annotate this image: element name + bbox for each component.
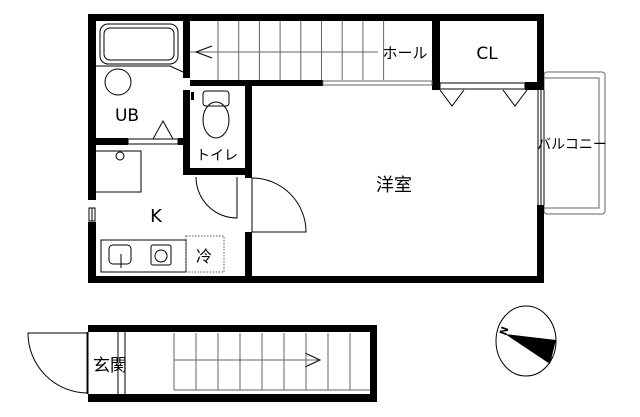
toilet-icon — [202, 90, 230, 139]
room-label-bath: UB — [115, 106, 139, 126]
kitchen-counter — [100, 239, 187, 273]
closet-door-icon — [502, 89, 528, 107]
balcony-window — [537, 90, 545, 205]
walls — [88, 14, 544, 283]
north-arrow-icon — [505, 334, 556, 364]
room-label-fridge: 冷 — [196, 247, 212, 266]
closet-door-icon — [439, 89, 465, 107]
upper-stairs — [190, 21, 385, 80]
room-label-western-room: 洋室 — [376, 175, 412, 196]
compass: N — [495, 305, 557, 377]
kitchen-window — [88, 207, 96, 222]
bathtub-icon — [96, 23, 184, 73]
room-label-hall: ホール — [382, 44, 427, 62]
toilet-door-icon — [195, 176, 238, 219]
lower-stairs — [173, 333, 370, 391]
stove-icon — [150, 244, 172, 266]
room-label-toilet: トイレ — [196, 148, 238, 164]
stair-arrow-icon — [194, 45, 213, 59]
entrance-door-icon — [27, 332, 89, 394]
room-label-kitchen: K — [150, 206, 163, 227]
room-label-closet: CL — [476, 44, 498, 64]
bath-door-icon — [152, 119, 174, 140]
fridge-space — [185, 235, 225, 273]
stair-arrow-icon — [304, 352, 322, 368]
washbasin-icon — [104, 68, 132, 96]
entrance-floor: 玄関 — [27, 325, 377, 402]
sink-icon — [108, 244, 132, 265]
compass-north-label: N — [498, 325, 511, 337]
washer-space — [96, 150, 142, 193]
drain-icon — [115, 151, 125, 161]
room-label-entrance: 玄関 — [93, 356, 127, 376]
room-label-balcony: バルコニー — [537, 137, 607, 153]
room-door-icon — [251, 177, 307, 233]
